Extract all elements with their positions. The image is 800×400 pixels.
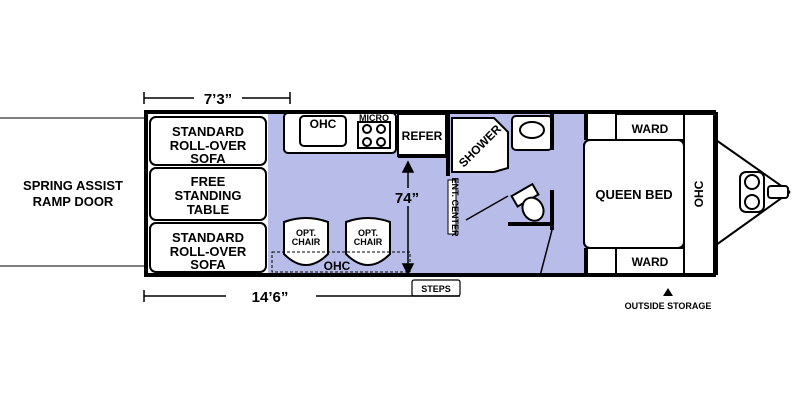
sofa-bottom — [149, 222, 267, 273]
bedroom-ohc-label: OHC — [692, 180, 706, 207]
free-standing-table — [149, 167, 267, 221]
ward-top-label: WARD — [632, 122, 669, 136]
bedroom-ohc — [683, 113, 715, 275]
ward-bottom-label: WARD — [632, 255, 669, 269]
sofa-top-line2: ROLL-OVER — [170, 138, 247, 153]
ramp-door-line1: SPRING ASSIST — [23, 178, 123, 193]
queen-bed-label: QUEEN BED — [595, 187, 672, 202]
ent-center — [447, 179, 457, 235]
hitch — [715, 139, 791, 246]
height-dimension: 74” — [395, 190, 419, 207]
length-dimension: 14’6” — [252, 289, 289, 306]
table-line1: FREE — [191, 174, 226, 189]
kitchen-sink — [299, 115, 347, 147]
sofa-bottom-line1: STANDARD — [172, 230, 244, 245]
ent-center-label: ENT. CENTER — [450, 177, 460, 237]
interior-walls — [446, 112, 588, 275]
queen-bed-front — [583, 139, 685, 249]
sofa-bottom-line2: ROLL-OVER — [170, 244, 247, 259]
ramp-door-line2: RAMP DOOR — [33, 194, 114, 209]
toilet — [510, 182, 545, 222]
sofa-top-line1: STANDARD — [172, 124, 244, 139]
bath-door — [465, 195, 509, 221]
outside-storage-marker — [663, 288, 673, 296]
outside-storage-label: OUTSIDE STORAGE — [625, 301, 712, 311]
shower — [451, 117, 509, 173]
refer-label: REFER — [402, 129, 443, 143]
optional-chairs — [283, 217, 391, 266]
opt-chair-2-line2: CHAIR — [354, 237, 383, 247]
opt-chair-2-line1: OPT. — [358, 228, 378, 238]
micro-label: MICRO — [359, 113, 389, 123]
sofa-bottom-line3: SOFA — [190, 257, 226, 272]
ohc-lower-outline — [271, 251, 411, 273]
table-line3: TABLE — [187, 202, 230, 217]
bathroom — [451, 115, 553, 173]
dimension-height — [401, 160, 415, 276]
lower-ohc-label: OHC — [324, 259, 351, 273]
kitchen-ohc-label: OHC — [310, 117, 337, 131]
table-line2: STANDING — [175, 188, 242, 203]
sofa-top — [149, 116, 267, 166]
opt-chair-1-line2: CHAIR — [292, 237, 321, 247]
opt-chair-1-line1: OPT. — [296, 228, 316, 238]
steps-label: STEPS — [421, 284, 451, 294]
front-seating — [149, 116, 267, 273]
kitchen-counter — [283, 112, 397, 154]
bath-door-2 — [539, 229, 553, 277]
sofa-top-line3: SOFA — [190, 151, 226, 166]
width-dimension: 7’3” — [204, 91, 232, 108]
refrigerator — [397, 113, 447, 157]
ramp-door-lines — [0, 117, 146, 267]
